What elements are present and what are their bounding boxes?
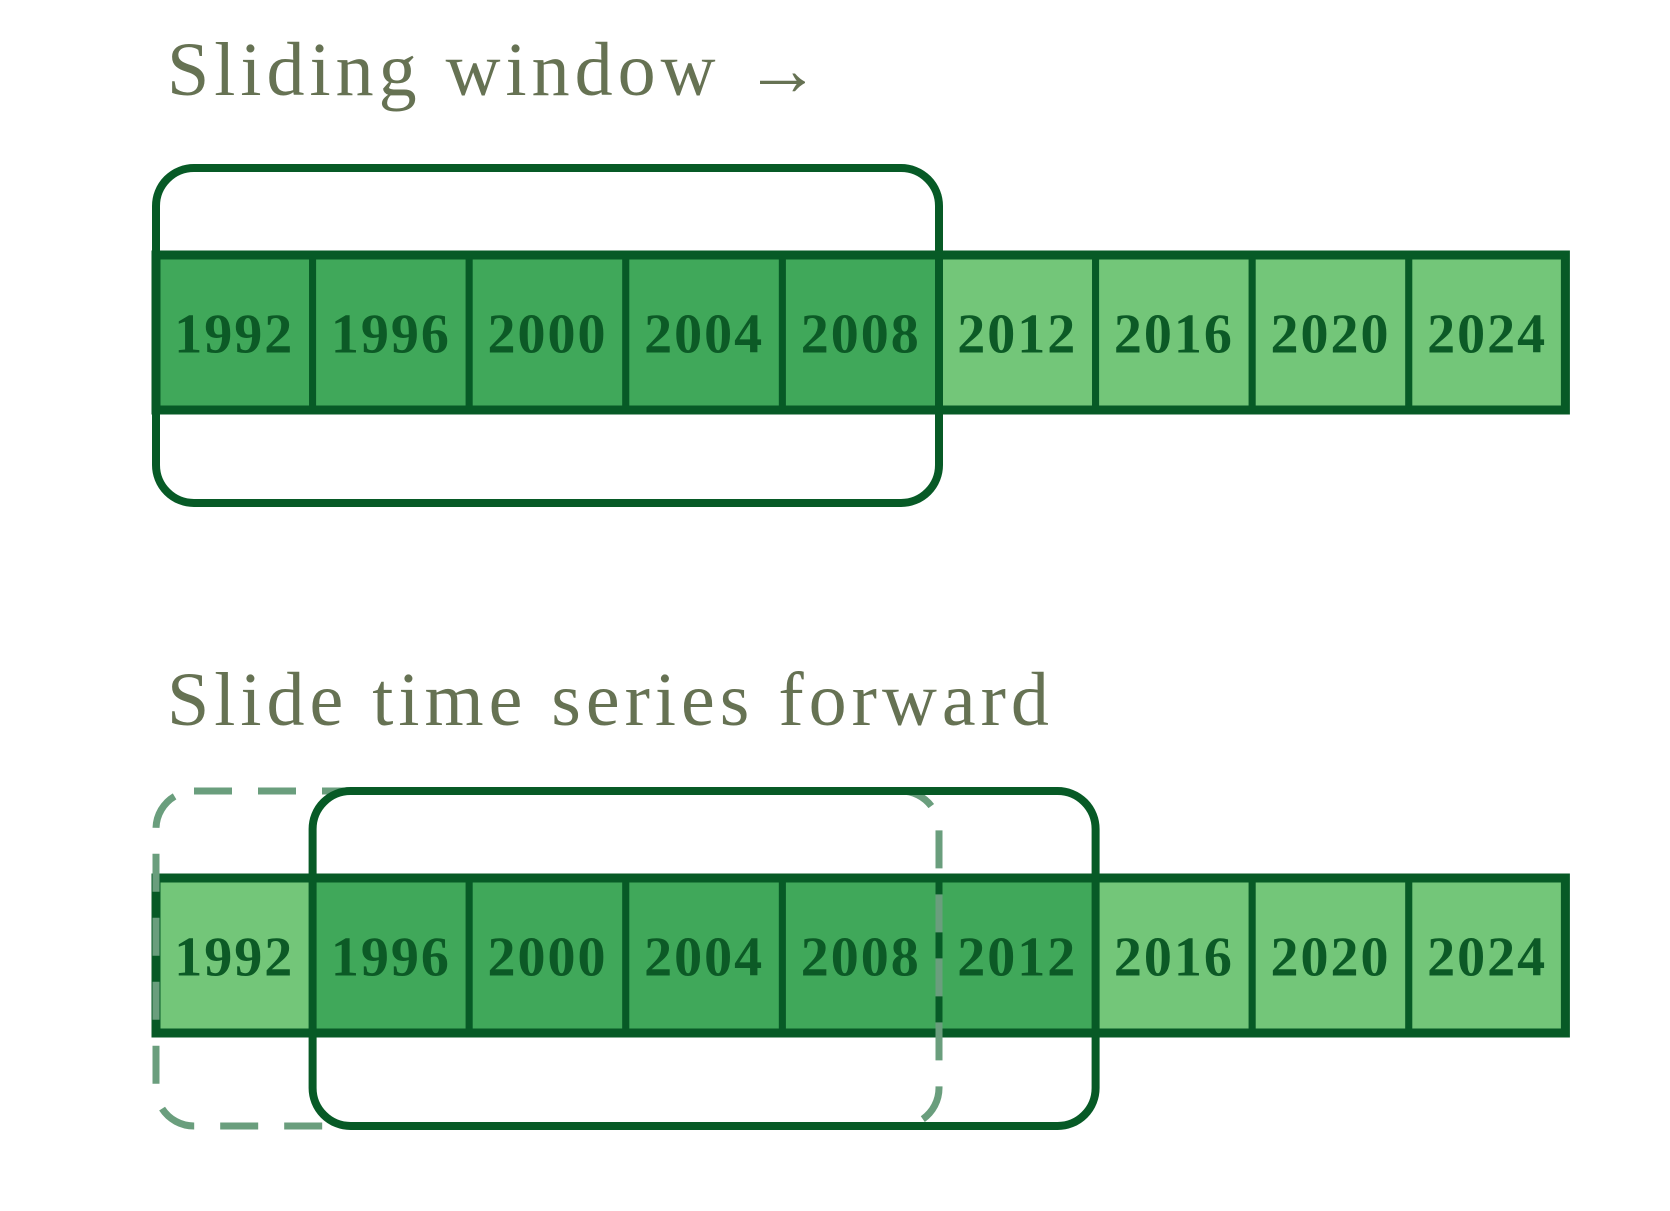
- year-label: 1992: [174, 304, 294, 366]
- year-cell: [1405, 874, 1569, 1037]
- year-cell: [778, 251, 943, 414]
- year-label: 2016: [1114, 304, 1234, 366]
- year-label: 1996: [331, 927, 451, 989]
- year-label: 2008: [801, 927, 921, 989]
- year-cell: [1248, 874, 1413, 1037]
- window-frame: [308, 787, 1100, 1130]
- sliding-window-row: 1992 1996 2000 2004 2008 2012 2016 2020 2024: [151, 164, 1570, 507]
- year-cell: [1248, 251, 1413, 414]
- year-label: 2004: [644, 927, 764, 989]
- window-frame: [152, 164, 943, 507]
- slide-forward-heading: Slide time series forward: [167, 658, 1054, 742]
- year-label: 2000: [488, 927, 608, 989]
- year-label: 2024: [1427, 927, 1547, 989]
- year-label: 2020: [1271, 304, 1391, 366]
- year-label: 2012: [957, 927, 1077, 989]
- year-cell: [935, 251, 1100, 414]
- year-label: 2008: [801, 304, 921, 366]
- slide-forward-row: 1992 1996 2000 2004 2008 2012 2016 2020 2024: [151, 787, 1570, 1130]
- year-label: 2012: [957, 304, 1077, 366]
- year-label: 2020: [1271, 927, 1391, 989]
- year-label: 2024: [1427, 304, 1547, 366]
- year-label: 1992: [174, 927, 294, 989]
- sliding-window-heading: Sliding window →: [167, 28, 826, 112]
- year-label: 2016: [1114, 927, 1234, 989]
- year-cell: [935, 874, 1100, 1037]
- year-label: 2004: [644, 304, 764, 366]
- year-label: 1996: [331, 304, 451, 366]
- year-cell: [152, 874, 317, 1037]
- year-label: 2000: [488, 304, 608, 366]
